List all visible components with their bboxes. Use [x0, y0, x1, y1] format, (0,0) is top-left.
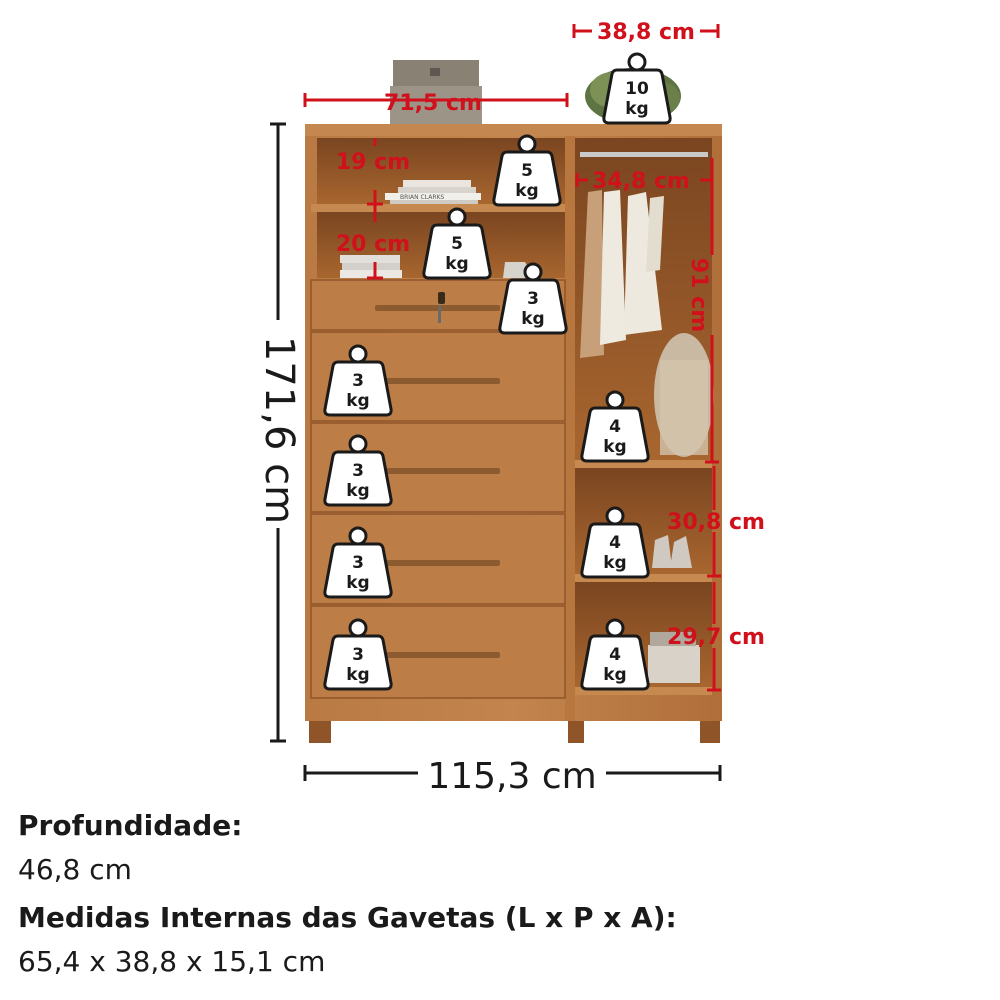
weight-ring-icon [348, 618, 368, 638]
weight-unit: kg [603, 437, 626, 457]
weight-unit: kg [346, 573, 369, 593]
key [438, 305, 441, 323]
weight-ring-icon [348, 434, 368, 454]
side-niche-1-height-label: 30,8 cm [667, 510, 765, 535]
weight-ring-icon [348, 344, 368, 364]
weight-badge-drawer-1: 3kg [323, 344, 393, 417]
drawer-handle [375, 560, 500, 566]
weight-unit: kg [521, 309, 544, 329]
weight-icon [422, 223, 492, 280]
top-niche-height-label: 19 cm [336, 150, 410, 175]
drawer-measures-value: 65,4 x 38,8 x 15,1 cm [18, 945, 326, 978]
weight-icon [323, 542, 393, 599]
total-width-label: 115,3 cm [427, 756, 596, 797]
weight-icon [580, 406, 650, 463]
weight-unit: kg [625, 99, 648, 119]
side-top-width-label: 38,8 cm [597, 20, 695, 45]
weight-badge-drawer-2: 3kg [323, 434, 393, 507]
book-title: BRIAN CLARKS [400, 194, 444, 201]
width-dimension-line [303, 765, 722, 781]
middle-niche-height-label: 20 cm [336, 232, 410, 257]
weight-ring-icon [447, 207, 467, 227]
weight-value: 3 [352, 371, 364, 391]
hanger-height-label: 91 cm [686, 258, 711, 332]
height-dimension-line [270, 122, 286, 743]
weight-badge-side-niche-1: 4kg [580, 506, 650, 579]
hanging-clothes [580, 190, 714, 457]
weight-ring-icon [605, 618, 625, 638]
weight-value: 5 [451, 234, 463, 254]
weight-value: 4 [609, 417, 621, 437]
weight-ring-icon [517, 134, 537, 154]
foot [700, 721, 720, 743]
total-height-label: 171,6 cm [256, 336, 302, 524]
depth-value: 46,8 cm [18, 853, 132, 886]
weight-ring-icon [605, 506, 625, 526]
weight-badge-top-niche: 5kg [492, 134, 562, 207]
hanger-width-label: 34,8 cm [592, 169, 690, 194]
weight-icon [323, 360, 393, 417]
weight-icon [498, 278, 568, 335]
weight-icon [602, 68, 672, 125]
keyhole [438, 292, 445, 304]
drawer-handle [375, 378, 500, 384]
weight-unit: kg [346, 391, 369, 411]
weight-ring-icon [627, 52, 647, 72]
foot [309, 721, 331, 743]
top-box-decor [390, 60, 482, 124]
weight-value: 5 [521, 161, 533, 181]
weight-ring-icon [348, 526, 368, 546]
weight-icon [580, 634, 650, 691]
drawer-handle [375, 652, 500, 658]
folded-clothes [340, 255, 402, 278]
weight-badge-locked-drawer: 3kg [498, 262, 568, 335]
weight-badge-wardrobe-floor: 4kg [580, 390, 650, 463]
weight-icon [492, 150, 562, 207]
weight-badge-side-niche-2: 4kg [580, 618, 650, 691]
weight-badge-drawer-3: 3kg [323, 526, 393, 599]
weight-value: 3 [527, 289, 539, 309]
weight-value: 10 [625, 79, 649, 99]
weight-unit: kg [603, 665, 626, 685]
drawer-measures-label: Medidas Internas das Gavetas (L x P x A)… [18, 901, 677, 934]
drawer-handle [375, 468, 500, 474]
weight-unit: kg [346, 665, 369, 685]
weight-badge-middle-niche: 5kg [422, 207, 492, 280]
red-dimension-lines [303, 24, 721, 692]
weight-badge-drawer-4: 3kg [323, 618, 393, 691]
shoes [503, 262, 700, 683]
foot [568, 721, 584, 743]
weight-value: 4 [609, 533, 621, 553]
books-stack [385, 180, 481, 204]
side-niche-2-height-label: 29,7 cm [667, 625, 765, 650]
weight-unit: kg [346, 481, 369, 501]
top-width-label: 71,5 cm [384, 91, 482, 116]
weight-value: 4 [609, 645, 621, 665]
weight-value: 3 [352, 461, 364, 481]
depth-label: Profundidade: [18, 809, 243, 842]
weight-icon [580, 522, 650, 579]
weight-icon [323, 634, 393, 691]
weight-value: 3 [352, 553, 364, 573]
weight-ring-icon [523, 262, 543, 282]
weight-icon [323, 450, 393, 507]
weight-unit: kg [445, 254, 468, 274]
weight-unit: kg [603, 553, 626, 573]
weight-ring-icon [605, 390, 625, 410]
weight-value: 3 [352, 645, 364, 665]
weight-unit: kg [515, 181, 538, 201]
hanging-rod [580, 152, 708, 157]
